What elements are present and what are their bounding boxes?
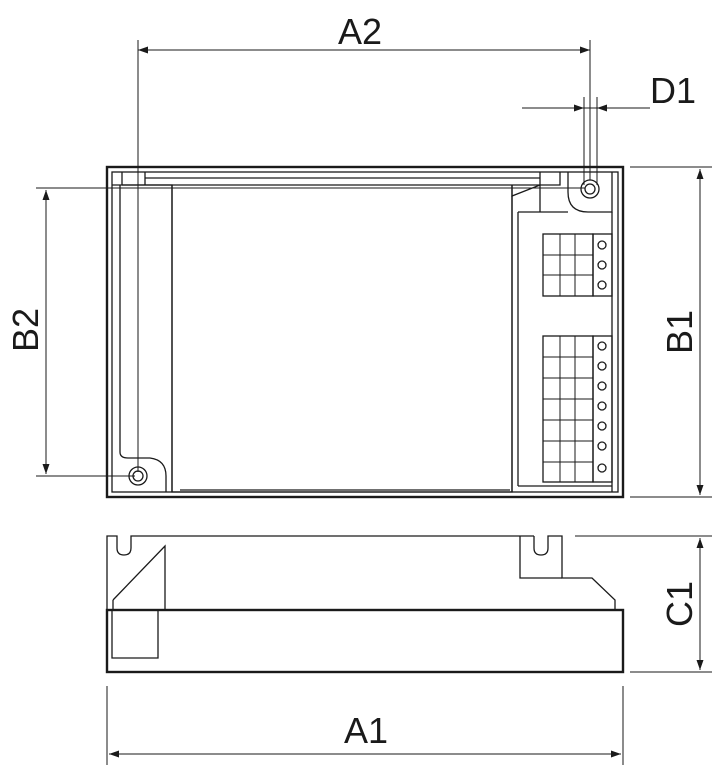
terminal-block-1	[542, 233, 613, 297]
housing-outline	[105, 165, 625, 499]
dimension-a1-label: A1	[344, 710, 388, 751]
terminal-block-2	[542, 335, 613, 483]
side-base	[105, 608, 625, 674]
dimension-a2-label: A2	[338, 11, 382, 52]
side-view	[105, 535, 625, 674]
dimension-lines: A2 D1 B2 B1 C1 A1	[5, 11, 712, 765]
dimension-b2-label: B2	[5, 308, 46, 352]
dimension-d1-label: D1	[650, 70, 696, 111]
top-view	[105, 165, 625, 499]
dimension-b1-label: B1	[659, 310, 700, 354]
dimension-c1-label: C1	[659, 581, 700, 627]
